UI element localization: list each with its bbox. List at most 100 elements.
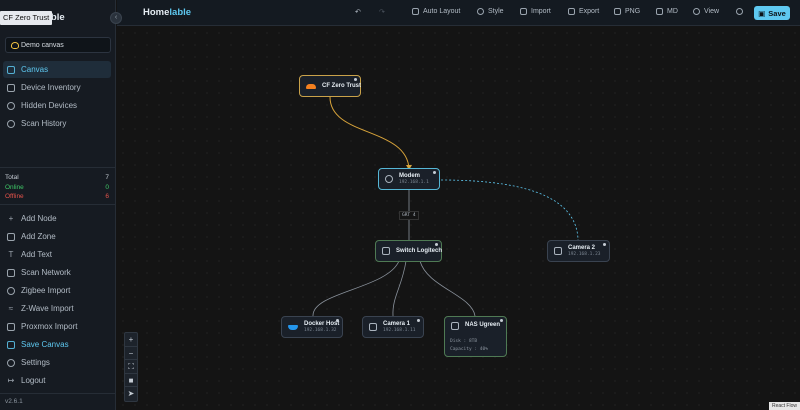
image-icon	[614, 8, 621, 15]
stat-online-value: 0	[105, 184, 109, 191]
node-property: Capacity : 40%	[450, 347, 488, 352]
node-cf-zero-trust[interactable]: CF Zero Trust	[299, 75, 361, 97]
brand-name: lable	[43, 12, 65, 23]
node-nas-ugreen[interactable]: NAS Ugreen Disk : 8TB Capacity : 40%	[444, 316, 507, 357]
camera-icon	[369, 323, 377, 331]
save-label: Save	[768, 8, 786, 18]
logout-icon: ↦	[7, 375, 15, 385]
edge-switch-camera1	[392, 260, 407, 317]
status-dot	[603, 243, 606, 246]
logout-button[interactable]: ↦ Logout	[3, 372, 111, 389]
help-button[interactable]	[736, 8, 743, 15]
divider	[0, 393, 116, 394]
palette-icon	[477, 8, 484, 15]
stat-total-value: 7	[105, 174, 109, 181]
sidebar-item-canvas[interactable]: Canvas	[3, 61, 111, 78]
eye-off-icon	[7, 101, 15, 110]
zigbee-icon	[7, 286, 15, 295]
node-label: Docker Host	[304, 321, 340, 327]
download-icon	[568, 8, 575, 15]
save-button[interactable]: ▣ Save	[754, 6, 790, 20]
edge-switch-nas	[419, 260, 476, 317]
action-label: Save Canvas	[21, 340, 69, 349]
auto-layout-label: Auto Layout	[423, 8, 461, 15]
lock-button[interactable]: ■	[125, 374, 137, 387]
export-button[interactable]: Export	[568, 8, 599, 15]
list-icon	[7, 83, 15, 92]
stat-offline-value: 6	[105, 193, 109, 200]
edge-cf-modem	[329, 96, 410, 170]
network-switch-icon	[382, 247, 390, 255]
react-flow-attribution[interactable]: React Flow	[768, 402, 800, 410]
zigbee-import-button[interactable]: Zigbee Import	[3, 282, 111, 299]
add-text-button[interactable]: T Add Text	[3, 246, 111, 263]
network-canvas[interactable]: GRT 4 CF Zero Trust Modem 192.168.1.1 Sw…	[117, 27, 800, 410]
status-dot	[336, 319, 339, 322]
zone-icon	[7, 232, 15, 241]
node-label: Modem	[399, 173, 420, 179]
png-button[interactable]: PNG	[614, 8, 640, 15]
upload-icon	[520, 8, 527, 15]
grid-icon	[7, 65, 15, 74]
cloudflare-icon	[306, 83, 316, 89]
canvas-selector[interactable]: Demo canvas	[5, 37, 111, 53]
action-label: Scan Network	[21, 268, 71, 277]
proxmox-import-button[interactable]: Proxmox Import	[3, 318, 111, 335]
action-label: Add Text	[21, 250, 52, 259]
undo-button[interactable]: ↶	[355, 8, 361, 16]
export-label: Export	[579, 8, 600, 15]
redo-button[interactable]: ↷	[379, 8, 385, 16]
scan-icon	[7, 268, 15, 277]
scan-network-button[interactable]: Scan Network	[3, 264, 111, 281]
edge-arrow	[406, 165, 412, 170]
view-label: View	[704, 8, 720, 15]
import-label: Import	[531, 8, 551, 15]
action-label: Add Node	[21, 214, 57, 223]
node-camera-2[interactable]: Camera 2 192.168.1.23	[547, 240, 610, 262]
fit-view-button[interactable]: ⛶	[125, 360, 137, 374]
text-icon: T	[8, 249, 14, 259]
view-button[interactable]: View	[693, 8, 719, 15]
edge-label: GRT 4	[399, 211, 419, 220]
settings-button[interactable]: Settings	[3, 354, 111, 371]
stat-total-label: Total	[5, 174, 19, 181]
action-label: Proxmox Import	[21, 322, 78, 331]
divider	[0, 204, 116, 205]
node-switch[interactable]: Switch Logitech	[375, 240, 442, 262]
node-ip: 192.168.1.32	[304, 328, 337, 333]
pointer-tool-button[interactable]: ➤	[127, 389, 135, 398]
status-dot	[417, 319, 420, 322]
zwave-import-button[interactable]: ≈ Z-Wave Import	[3, 300, 111, 317]
eye-icon	[693, 8, 700, 15]
node-label: Camera 2	[568, 245, 596, 251]
collapse-sidebar-button[interactable]: ‹	[110, 12, 122, 24]
add-zone-button[interactable]: Add Zone	[3, 228, 111, 245]
app-logo: Homelable	[143, 7, 191, 18]
camera-icon	[554, 247, 562, 255]
sidebar-item-scan-history[interactable]: Scan History	[3, 115, 111, 132]
lightbulb-icon	[11, 41, 19, 49]
node-property: Disk : 8TB	[450, 339, 478, 344]
action-label: Settings	[21, 358, 50, 367]
sidebar-item-device-inventory[interactable]: Device Inventory	[3, 79, 111, 96]
zoom-out-button[interactable]: −	[125, 347, 137, 360]
sidebar-item-hidden-devices[interactable]: Hidden Devices	[3, 97, 111, 114]
stat-offline-label: Offline	[5, 193, 24, 200]
node-camera-1[interactable]: Camera 1 192.168.1.11	[362, 316, 424, 338]
docker-icon	[288, 324, 298, 330]
add-node-button[interactable]: + Add Node	[3, 210, 111, 227]
app-name-accent: lable	[169, 7, 192, 18]
save-canvas-button[interactable]: Save Canvas	[3, 336, 111, 353]
sidebar: CF Zero Trust lable Demo canvas Canvas D…	[0, 0, 116, 410]
md-label: MD	[667, 8, 678, 15]
edge-modem-camera2	[440, 179, 579, 241]
zoom-in-button[interactable]: +	[125, 333, 137, 347]
action-label: Zigbee Import	[21, 286, 71, 295]
node-modem[interactable]: Modem 192.168.1.1	[378, 168, 440, 190]
md-button[interactable]: MD	[656, 8, 678, 15]
auto-layout-button[interactable]: Auto Layout	[412, 8, 460, 15]
app-name-main: Home	[143, 7, 170, 18]
node-docker-host[interactable]: Docker Host 192.168.1.32	[281, 316, 343, 338]
style-button[interactable]: Style	[477, 8, 504, 15]
import-button[interactable]: Import	[520, 8, 551, 15]
